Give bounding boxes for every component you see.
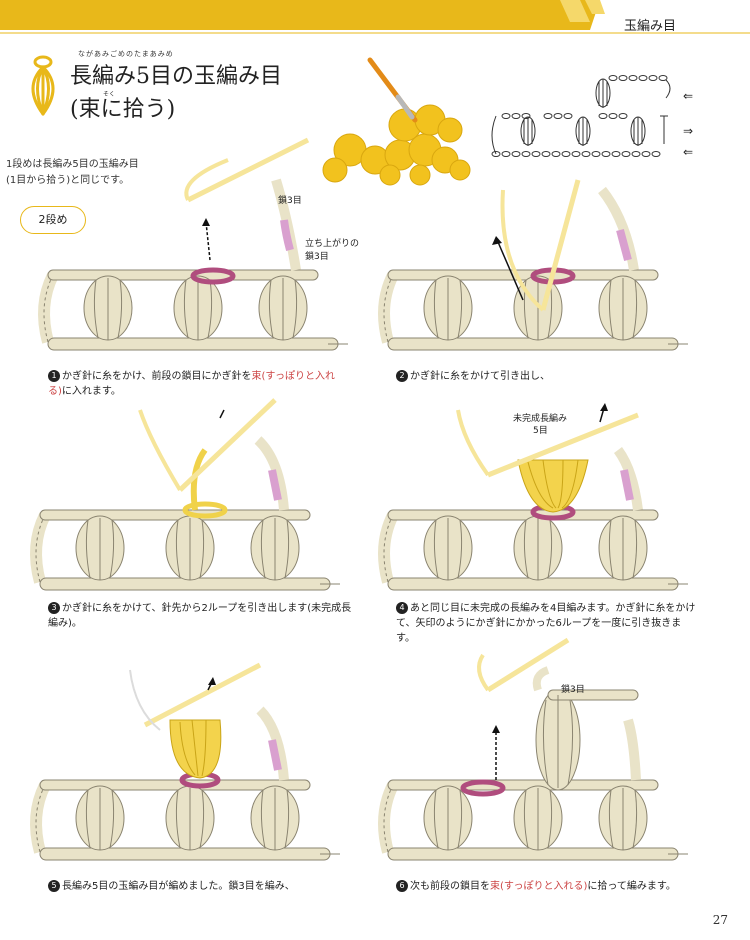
illustration-step-1 <box>38 137 358 360</box>
illustration-step-2 <box>378 179 698 360</box>
illustration-step-5 <box>30 662 350 870</box>
label-chain3-step6: 鎖3目 <box>561 685 585 695</box>
chart-arrow-left-2: ⇐ <box>683 145 694 159</box>
page-subtitle: (束に拾う) <box>70 97 176 122</box>
illustration-step-4 <box>378 403 698 600</box>
label-unfinished-2: 5目 <box>533 426 548 436</box>
illustration-step-6 <box>378 637 698 870</box>
page-number: 27 <box>712 913 728 927</box>
crochet-photo <box>320 55 475 186</box>
label-turning-chain-2: 鎖3目 <box>305 252 329 262</box>
page-title: 長編み5目の玉編み目 <box>70 64 282 89</box>
header-band <box>0 0 750 34</box>
label-unfinished-1: 未完成長編み <box>513 414 568 424</box>
illustration-step-3 <box>30 398 350 600</box>
row-label: 2段め <box>20 206 86 234</box>
stitch-chart <box>491 75 671 157</box>
label-turning-chain-1: 立ち上がりの <box>305 239 360 249</box>
label-chain3-step1: 鎖3目 <box>278 196 302 206</box>
chart-arrow-left-1: ⇐ <box>683 89 694 103</box>
title-ruby-soku: そく <box>103 91 116 98</box>
intro-text: 1段めは長編み5目の玉編み目 (1目から拾う)と同じです。 <box>6 159 139 186</box>
puff-stitch-symbol-icon <box>31 55 55 116</box>
title-ruby: ながあみごめのたまあみめ <box>78 50 174 58</box>
section-title: 玉編み目 <box>623 19 676 34</box>
chart-arrow-right: ⇒ <box>683 124 694 138</box>
